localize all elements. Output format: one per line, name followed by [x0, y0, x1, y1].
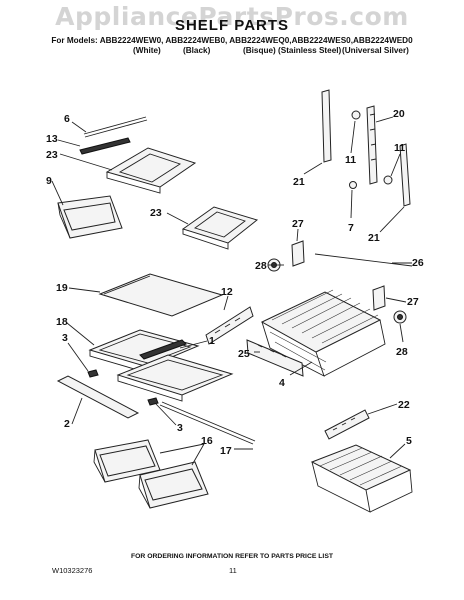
models-line: For Models: ABB2224WEW0, ABB2224WEB0, AB…	[51, 36, 413, 45]
part-28-roller-right	[393, 310, 407, 324]
part-21-rail-left	[321, 89, 332, 163]
part-7-clip	[349, 181, 357, 189]
callout-16: 16	[201, 435, 213, 447]
part-20-rail-right	[366, 105, 378, 185]
part-27-bracket-left	[291, 240, 305, 267]
callout-26: 26	[412, 257, 424, 269]
part-2-trim	[56, 375, 140, 419]
callout-20: 20	[393, 108, 405, 120]
variant-stainless-steel: (Stainless Steel)	[278, 46, 342, 55]
part-16-crisper-left	[93, 439, 161, 483]
callout-3-right: 3	[177, 422, 183, 434]
document-number: W10323276	[52, 566, 93, 575]
part-3-clip-left	[87, 369, 99, 378]
variant-universal-silver: (Universal Silver)	[342, 46, 409, 55]
callout-23-middle: 23	[150, 207, 162, 219]
callout-9: 9	[46, 175, 52, 187]
callout-22: 22	[398, 399, 410, 411]
part-22-basket-handle	[324, 409, 370, 440]
part-17-rod	[159, 401, 256, 445]
callout-3-left: 3	[62, 332, 68, 344]
callout-11-right: 11	[394, 142, 405, 154]
callout-13: 13	[46, 133, 58, 145]
part-27-bracket-right	[372, 285, 386, 311]
part-11-screw-lower	[383, 175, 393, 185]
part-9-crisper-pan	[57, 195, 123, 239]
callout-19: 19	[56, 282, 68, 294]
callout-6: 6	[64, 113, 70, 125]
part-26-rod	[314, 253, 413, 267]
variant-black: (Black)	[183, 46, 211, 55]
part-23-middle-shelf	[181, 206, 259, 250]
callout-28-right: 28	[396, 346, 408, 358]
part-12-drawer-front	[205, 306, 254, 345]
part-19-glass-shelf	[98, 273, 224, 317]
callout-1: 1	[209, 335, 215, 347]
part-25-divider	[246, 339, 304, 377]
callout-23-upper: 23	[46, 149, 58, 161]
part-11-screw-upper	[351, 110, 361, 120]
part-16-crisper-right	[138, 461, 209, 509]
callout-21-upper: 21	[293, 176, 305, 188]
callout-27-upper: 27	[292, 218, 304, 230]
callout-18: 18	[56, 316, 68, 328]
part-5-wire-basket	[310, 444, 413, 513]
callout-21-lower: 21	[368, 232, 380, 244]
callout-2: 2	[64, 418, 70, 430]
callout-4: 4	[279, 377, 285, 389]
watermark: AppliancePartsPros.com	[55, 2, 409, 31]
callout-17: 17	[220, 445, 232, 457]
callout-7: 7	[348, 222, 354, 234]
page-title: SHELF PARTS	[174, 17, 290, 34]
part-4-wire-basket	[260, 289, 386, 377]
part-21-rail-lower	[399, 143, 411, 207]
callout-28-left: 28	[255, 260, 267, 272]
lower-shelf-frame	[116, 354, 234, 402]
part-13-rail	[79, 137, 131, 155]
page-number: 11	[229, 566, 237, 575]
callout-11-left: 11	[345, 154, 356, 166]
callout-27-lower: 27	[407, 296, 419, 308]
part-6-shelf-rod	[83, 116, 148, 138]
callout-5: 5	[406, 435, 412, 447]
ordering-info: FOR ORDERING INFORMATION REFER TO PARTS …	[130, 553, 334, 560]
callout-25: 25	[238, 348, 250, 360]
variant-bisque: (Bisque)	[243, 46, 276, 55]
leader-lines	[51, 116, 412, 466]
callout-12: 12	[221, 286, 233, 298]
part-3-clip-right	[147, 397, 159, 406]
part-23-upper-shelf	[105, 147, 197, 194]
variant-white: (White)	[133, 46, 161, 55]
